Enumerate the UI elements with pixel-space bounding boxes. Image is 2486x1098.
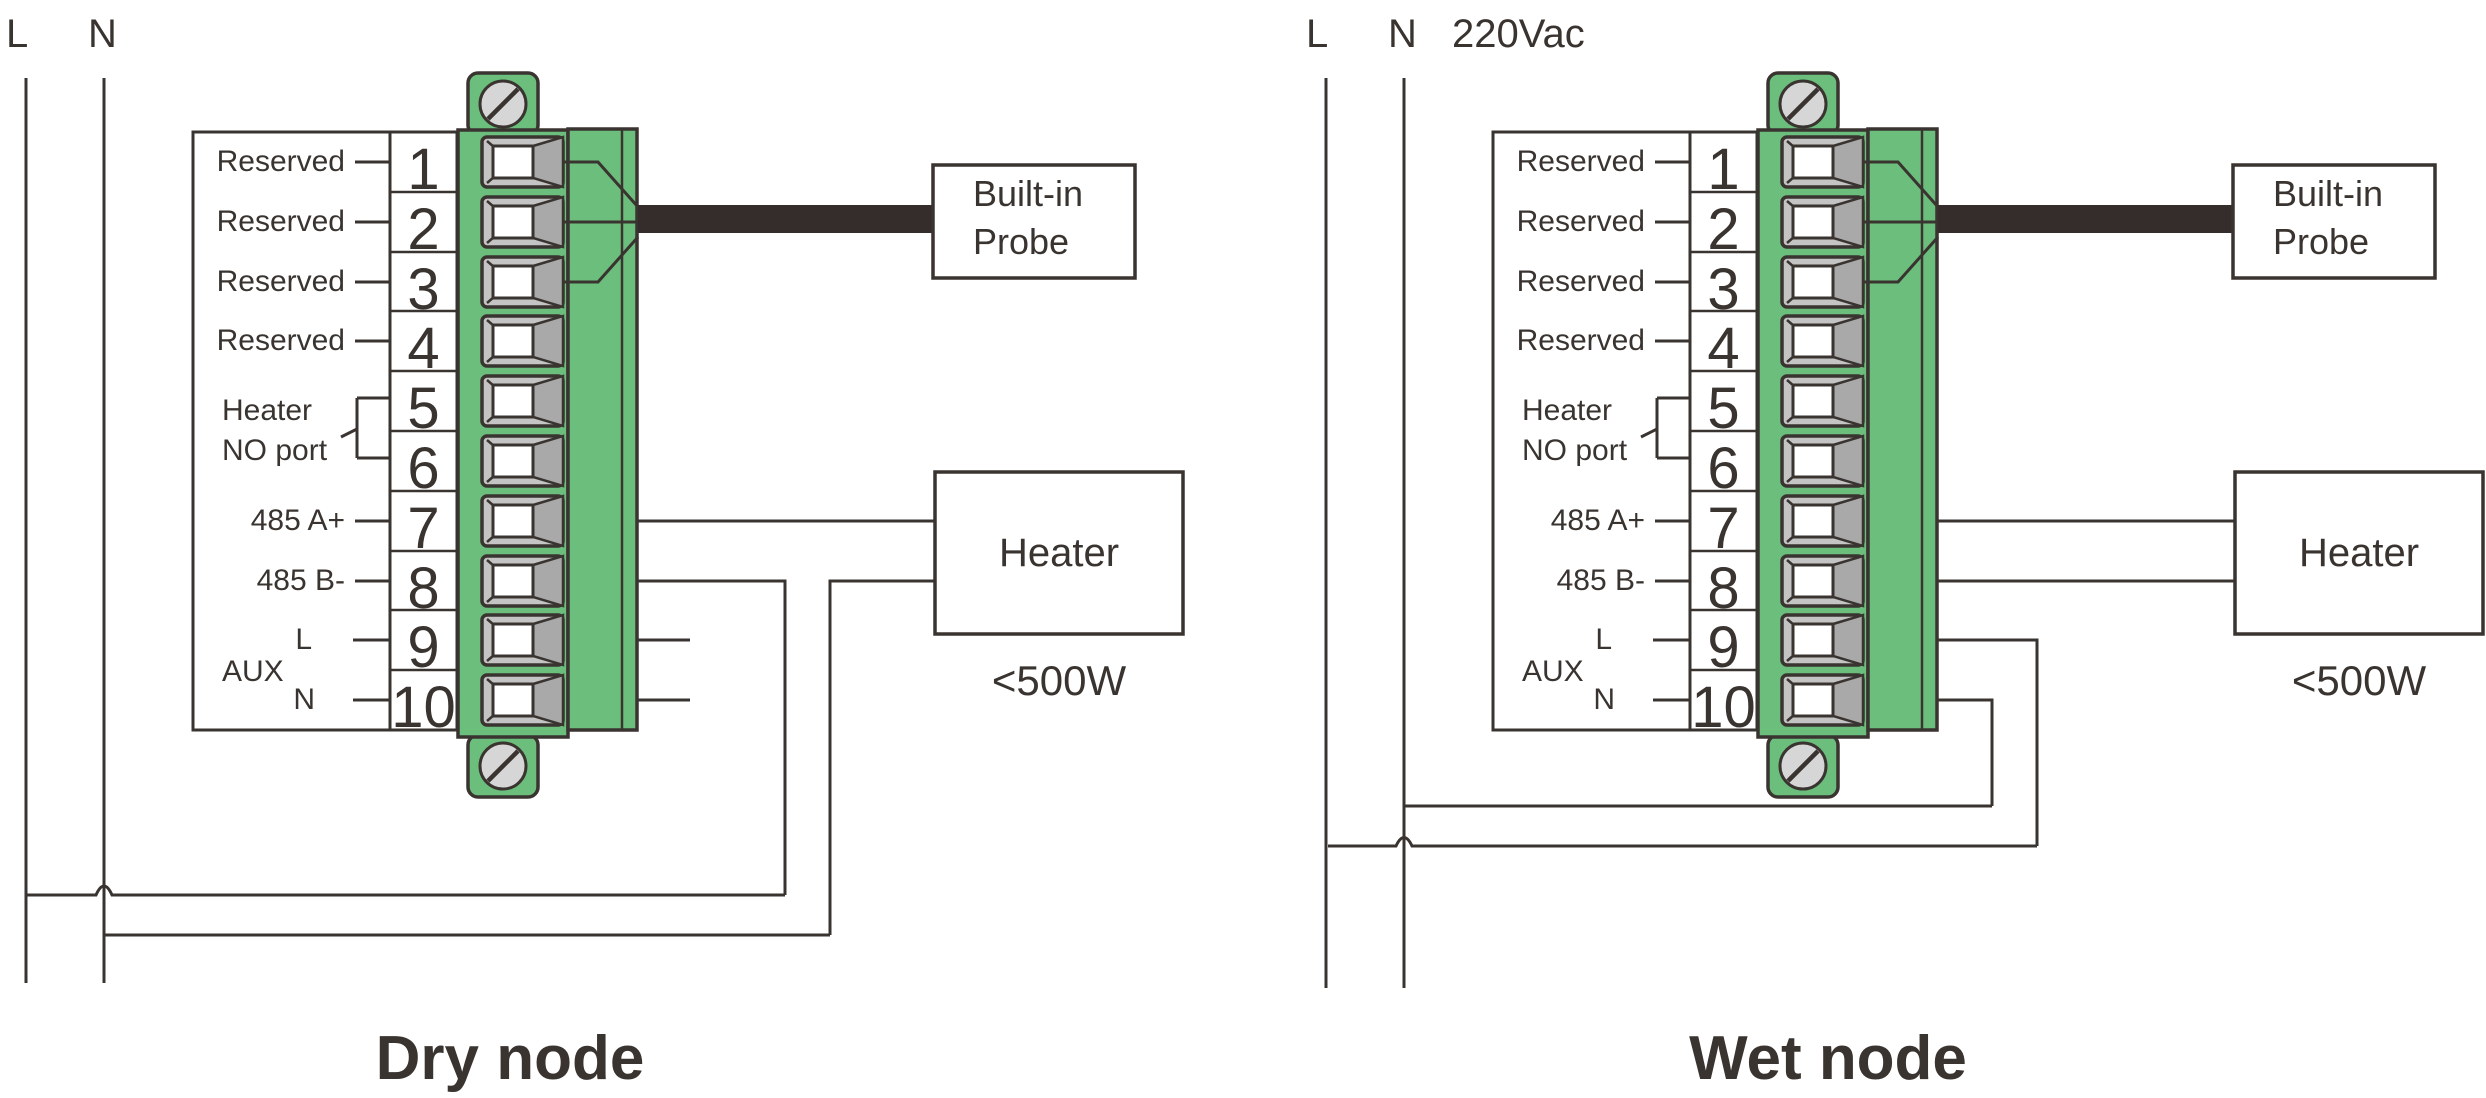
wet-row1-label: Reserved — [1516, 145, 1645, 178]
dry-row3-label: Reserved — [216, 265, 345, 298]
wet-pin-10: 10 — [1691, 675, 1756, 740]
wet-aux-l-label: L — [1595, 623, 1612, 656]
dry-pin-7: 7 — [407, 496, 440, 561]
terminal-block-wet — [1324, 73, 2483, 988]
wet-pin-3: 3 — [1707, 257, 1740, 322]
dry-aux-label: AUX — [222, 655, 284, 688]
dry-mains-n-label: N — [88, 12, 117, 56]
dry-pin-3: 3 — [407, 257, 440, 322]
wet-pin-4: 4 — [1707, 316, 1740, 381]
dry-mains-l-label: L — [6, 12, 29, 56]
dry-row8-label: 485 B- — [256, 564, 345, 597]
dry-heater-box-label: Heater — [998, 531, 1120, 575]
terminal-block-dry — [24, 73, 1183, 983]
dry-probe-box-line2: Probe — [973, 221, 1070, 262]
wet-aux-label: AUX — [1522, 655, 1584, 688]
wet-mains-l-label: L — [1306, 12, 1329, 56]
wet-heater-rating: <500W — [2291, 657, 2427, 704]
dry-heater-rating: <500W — [991, 657, 1127, 704]
dry-pin-6: 6 — [407, 436, 440, 501]
wet-node-wires — [1324, 78, 2235, 988]
dry-aux-n-label: N — [293, 683, 315, 716]
wet-probe-box-line2: Probe — [2273, 221, 2370, 262]
dry-heater-no-label-1: Heater — [222, 394, 313, 427]
wet-row7-label: 485 A+ — [1550, 504, 1645, 537]
dry-row2-label: Reserved — [216, 205, 345, 238]
dry-pin-5: 5 — [407, 376, 440, 441]
wet-pin-8: 8 — [1707, 556, 1740, 621]
dry-probe-box-line1: Built-in — [973, 173, 1084, 214]
wet-node-title: Wet node — [1689, 1024, 1967, 1093]
wet-heater-no-label-1: Heater — [1522, 394, 1613, 427]
wet-row8-label: 485 B- — [1556, 564, 1645, 597]
dry-pin-8: 8 — [407, 556, 440, 621]
wet-pin-6: 6 — [1707, 436, 1740, 501]
dry-pin-1: 1 — [407, 137, 440, 202]
dry-node-title: Dry node — [375, 1024, 645, 1093]
wet-heater-no-label-2: NO port — [1522, 434, 1628, 467]
wet-pin-1: 1 — [1707, 137, 1740, 202]
dry-pin-9: 9 — [407, 615, 440, 680]
wet-pin-2: 2 — [1707, 197, 1740, 262]
dry-pin-4: 4 — [407, 316, 440, 381]
wet-probe-box-line1: Built-in — [2273, 173, 2384, 214]
wet-pin-5: 5 — [1707, 376, 1740, 441]
wet-voltage-label: 220Vac — [1452, 12, 1585, 56]
wet-heater-box-label: Heater — [2298, 531, 2420, 575]
dry-pin-2: 2 — [407, 197, 440, 262]
dry-node-wires — [24, 78, 935, 983]
dry-row4-label: Reserved — [216, 324, 345, 357]
wet-row3-label: Reserved — [1516, 265, 1645, 298]
wet-pin-7: 7 — [1707, 496, 1740, 561]
wet-row2-label: Reserved — [1516, 205, 1645, 238]
wet-mains-n-label: N — [1388, 12, 1417, 56]
dry-row1-label: Reserved — [216, 145, 345, 178]
dry-pin-10: 10 — [391, 675, 456, 740]
wet-row4-label: Reserved — [1516, 324, 1645, 357]
wet-aux-n-label: N — [1593, 683, 1615, 716]
wet-pin-9: 9 — [1707, 615, 1740, 680]
dry-aux-l-label: L — [295, 623, 312, 656]
dry-heater-no-label-2: NO port — [222, 434, 328, 467]
dry-row7-label: 485 A+ — [250, 504, 345, 537]
